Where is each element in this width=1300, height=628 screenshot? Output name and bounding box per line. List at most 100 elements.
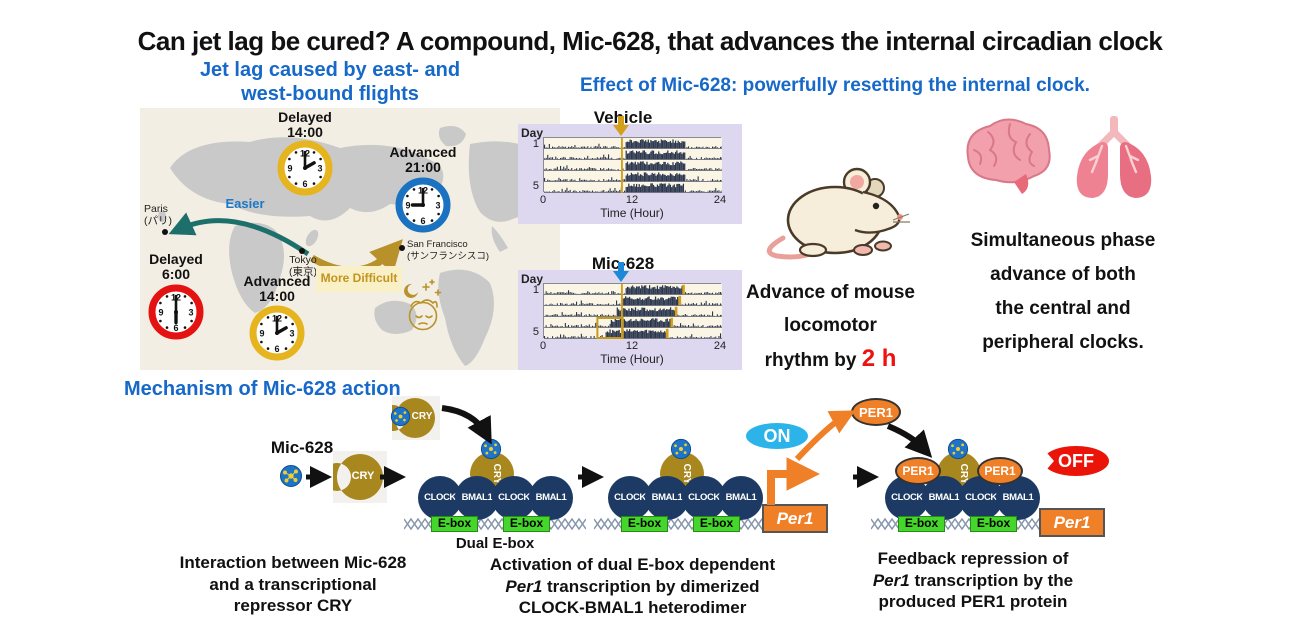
clock-label-2: Delayed 6:00 (140, 252, 212, 282)
caption2-line1: Activation of dual E-box dependent (455, 554, 810, 576)
on-badge: ON (746, 423, 808, 449)
protein-clock: CLOCK (682, 476, 726, 520)
organs-caption: Simultaneous phase advance of both the c… (950, 224, 1176, 360)
ebox-label: E-box (970, 516, 1017, 532)
x-tick-0: 0 (539, 340, 547, 352)
tokyo-dot (299, 248, 305, 254)
mouse-caption-prefix: rhythm by (764, 350, 862, 371)
actogram-canvas (544, 284, 722, 339)
x-axis-label: Time (Hour) (600, 206, 664, 220)
sleepy-face-icon (404, 279, 442, 331)
mic628-compound-icon (480, 438, 502, 460)
ebox-label: E-box (503, 516, 550, 532)
caption3-line2: Per1 transcription by the (850, 570, 1096, 592)
clock3-time: 14:00 (259, 288, 295, 304)
svg-text:9: 9 (287, 164, 292, 174)
actogram-mic628: Mic-628 Day 1 5 0 12 24 Time (Hour) (518, 254, 742, 370)
per1-gene-box-off: Per1 (1039, 508, 1105, 537)
svg-text:3: 3 (435, 201, 440, 211)
brain-icon (966, 118, 1051, 194)
clock3-word: Advanced (243, 273, 311, 289)
clock1-time: 21:00 (405, 159, 441, 175)
day-tick-1: 1 (532, 284, 539, 296)
more-difficult-label: More Difficult (316, 266, 402, 292)
mouse-icon (766, 167, 910, 260)
protein-clock: CLOCK (418, 476, 462, 520)
day-tick-1: 1 (532, 138, 539, 150)
cry-label: CRY (411, 411, 433, 422)
mic628-compound-icon (390, 406, 411, 427)
tokyo-name: Tokyo (289, 254, 317, 266)
clock0-word: Delayed (278, 109, 332, 125)
mouse-caption-line2: locomotor (784, 315, 877, 336)
clock-icon: 12 3 6 9 (148, 284, 204, 340)
clock-label-3: Advanced 14:00 (227, 274, 327, 304)
actogram-plot (543, 137, 722, 193)
svg-text:3: 3 (317, 164, 322, 174)
mechanism-heading: Mechanism of Mic-628 action (124, 378, 401, 400)
sanfrancisco-dot (399, 245, 405, 251)
caption3-line3: produced PER1 protein (850, 591, 1096, 613)
jetlag-heading: Jet lag caused by east- and west-bound f… (140, 58, 520, 106)
mic628-compound-icon (947, 438, 969, 460)
caption-interaction: Interaction between Mic-628 and a transc… (145, 552, 441, 617)
arrow-stem (618, 116, 624, 126)
x-tick-0: 0 (539, 194, 547, 206)
city-label-paris: Paris (パリ) (144, 203, 172, 227)
effect-heading: Effect of Mic-628: powerfully resetting … (580, 75, 1090, 96)
sf-name: San Francisco (407, 239, 468, 250)
easier-arrow (168, 212, 310, 257)
protein-bmal1: BMAL1 (922, 476, 966, 520)
actogram-vehicle: Vehicle Day 1 5 0 12 24 Time (Hour) (518, 108, 742, 224)
paris-name: Paris (144, 203, 168, 215)
ebox-label: E-box (431, 516, 478, 532)
clock-icon: 12 3 6 9 (395, 177, 451, 233)
caption-text: Activation of dual E-box dependent (489, 555, 776, 574)
protein-bmal1: BMAL1 (719, 476, 763, 520)
protein-bmal1: BMAL1 (645, 476, 689, 520)
ebox-label: E-box (693, 516, 740, 532)
clock-label-1: Advanced 21:00 (373, 145, 473, 175)
svg-text:9: 9 (158, 308, 163, 318)
svg-text:9: 9 (405, 201, 410, 211)
clock-icon: 12 3 6 9 (277, 140, 333, 196)
mic628-compound-icon (670, 438, 692, 460)
per1-protein-ellipse: PER1 (851, 398, 901, 426)
caption1-line2: and a transcriptional (145, 574, 441, 596)
protein-clock: CLOCK (492, 476, 536, 520)
mouse-caption-line3: rhythm by 2 h (733, 342, 928, 377)
jetlag-map-panel: Paris (パリ) Tokyo (東京) San Francisco (サンフ… (140, 108, 560, 370)
clock-delayed-1400: 12 3 6 9 (277, 140, 333, 201)
per1-protein-ellipse: PER1 (977, 457, 1023, 485)
svg-text:6: 6 (173, 323, 178, 333)
day-tick-5: 5 (532, 180, 539, 192)
clock-advanced-2100: 12 3 6 9 (395, 177, 451, 238)
mouse-caption: Advance of mouse locomotor rhythm by 2 h (733, 276, 928, 377)
actogram-canvas (544, 138, 722, 193)
clock2-time: 6:00 (161, 266, 191, 282)
organs-caption-line4: peripheral clocks. (982, 332, 1144, 353)
organs-caption-line2: advance of both (990, 264, 1136, 285)
svg-text:9: 9 (259, 329, 264, 339)
cry-label: CRY (351, 470, 375, 482)
clock1-word: Advanced (389, 144, 457, 160)
caption2-line3: CLOCK-BMAL1 heterodimer (455, 597, 810, 619)
svg-text:3: 3 (188, 308, 193, 318)
mic628-compound-icon (280, 465, 302, 487)
arrow-stem (618, 262, 624, 272)
svg-text:3: 3 (289, 329, 294, 339)
caption2-line2: Per1 transcription by dimerized (455, 576, 810, 598)
mic628-label: Mic-628 (270, 438, 334, 457)
caption-text: transcription by dimerized (542, 576, 760, 596)
clock0-time: 14:00 (287, 124, 323, 140)
svg-text:6: 6 (420, 216, 425, 226)
organs-caption-line3: the central and (995, 298, 1131, 319)
clock2-word: Delayed (149, 251, 203, 267)
caption-text: Feedback repression of (877, 549, 1069, 568)
svg-text:6: 6 (274, 344, 279, 354)
protein-bmal1: BMAL1 (455, 476, 499, 520)
organs-caption-line1: Simultaneous phase (970, 230, 1156, 251)
off-badge: OFF (1043, 446, 1109, 476)
